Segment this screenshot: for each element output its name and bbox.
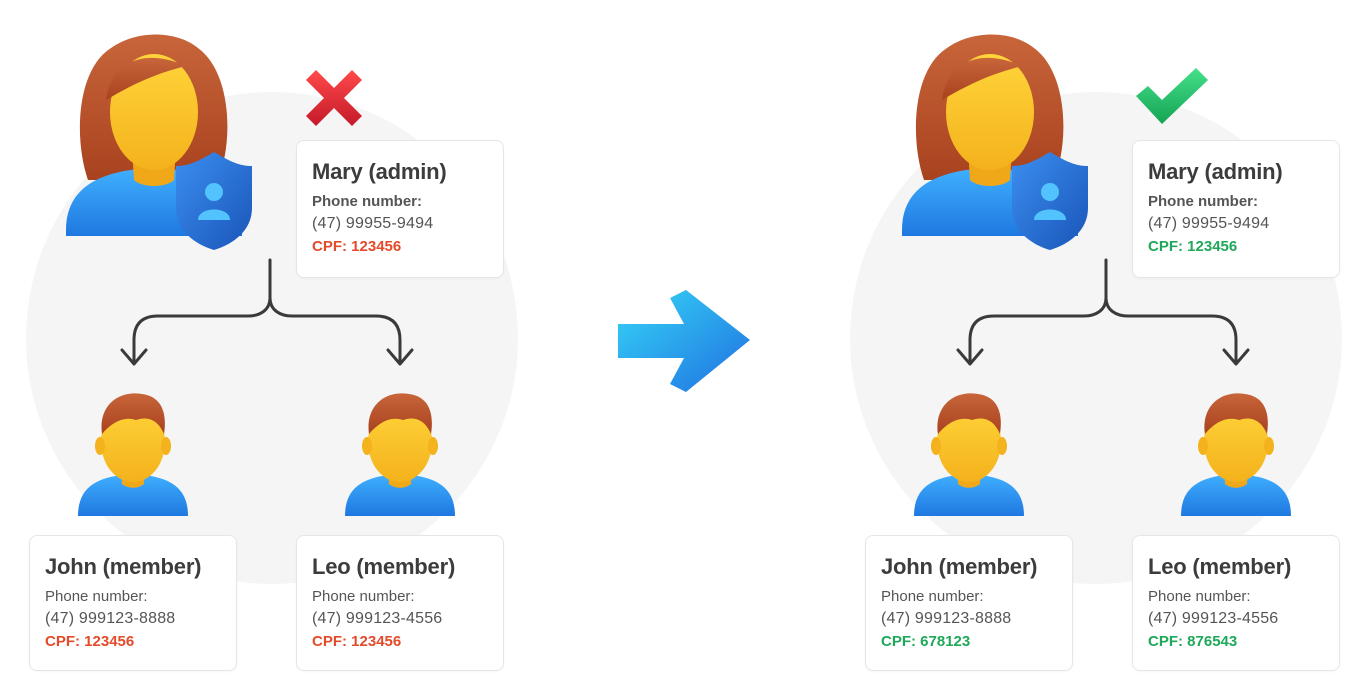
cpf-value: CPF: 678123 — [881, 633, 971, 650]
cpf-value: CPF: 123456 — [45, 633, 135, 650]
right-arrow-icon — [614, 288, 754, 398]
phone-value: (47) 99955-9494 — [312, 215, 434, 232]
phone-label: Phone number: — [881, 588, 984, 605]
after-member-card-john: John (member) Phone number: (47) 999123-… — [865, 535, 1073, 671]
green-check-icon — [1132, 66, 1212, 126]
before-admin-card: Mary (admin) Phone number: (47) 99955-94… — [296, 140, 504, 278]
before-member-card-leo: Leo (member) Phone number: (47) 999123-4… — [296, 535, 504, 671]
phone-value: (47) 99955-9494 — [1148, 215, 1270, 232]
hierarchy-connector — [956, 258, 1250, 366]
phone-label: Phone number: — [1148, 588, 1251, 605]
hierarchy-connector — [120, 258, 414, 366]
woman-admin-shield-icon — [66, 30, 256, 250]
admin-name: Mary (admin) — [1148, 159, 1283, 184]
man-user-icon — [345, 390, 455, 520]
phone-value: (47) 999123-4556 — [1148, 610, 1279, 627]
after-admin-card: Mary (admin) Phone number: (47) 99955-94… — [1132, 140, 1340, 278]
member-name: John (member) — [881, 554, 1038, 579]
member-name: John (member) — [45, 554, 202, 579]
cpf-value: CPF: 123456 — [312, 238, 402, 255]
before-member-card-john: John (member) Phone number: (47) 999123-… — [29, 535, 237, 671]
member-name: Leo (member) — [1148, 554, 1292, 579]
phone-label: Phone number: — [312, 193, 423, 210]
phone-label: Phone number: — [1148, 193, 1259, 210]
after-member-card-leo: Leo (member) Phone number: (47) 999123-4… — [1132, 535, 1340, 671]
red-x-icon — [302, 66, 366, 130]
woman-admin-shield-icon — [902, 30, 1092, 250]
phone-value: (47) 999123-4556 — [312, 610, 443, 627]
phone-label: Phone number: — [312, 588, 415, 605]
cpf-value: CPF: 123456 — [1148, 238, 1238, 255]
cpf-value: CPF: 876543 — [1148, 633, 1238, 650]
phone-value: (47) 999123-8888 — [881, 610, 1012, 627]
man-user-icon — [78, 390, 188, 520]
member-name: Leo (member) — [312, 554, 456, 579]
man-user-icon — [1181, 390, 1291, 520]
phone-label: Phone number: — [45, 588, 148, 605]
man-user-icon — [914, 390, 1024, 520]
cpf-value: CPF: 123456 — [312, 633, 402, 650]
phone-value: (47) 999123-8888 — [45, 610, 176, 627]
admin-name: Mary (admin) — [312, 159, 447, 184]
